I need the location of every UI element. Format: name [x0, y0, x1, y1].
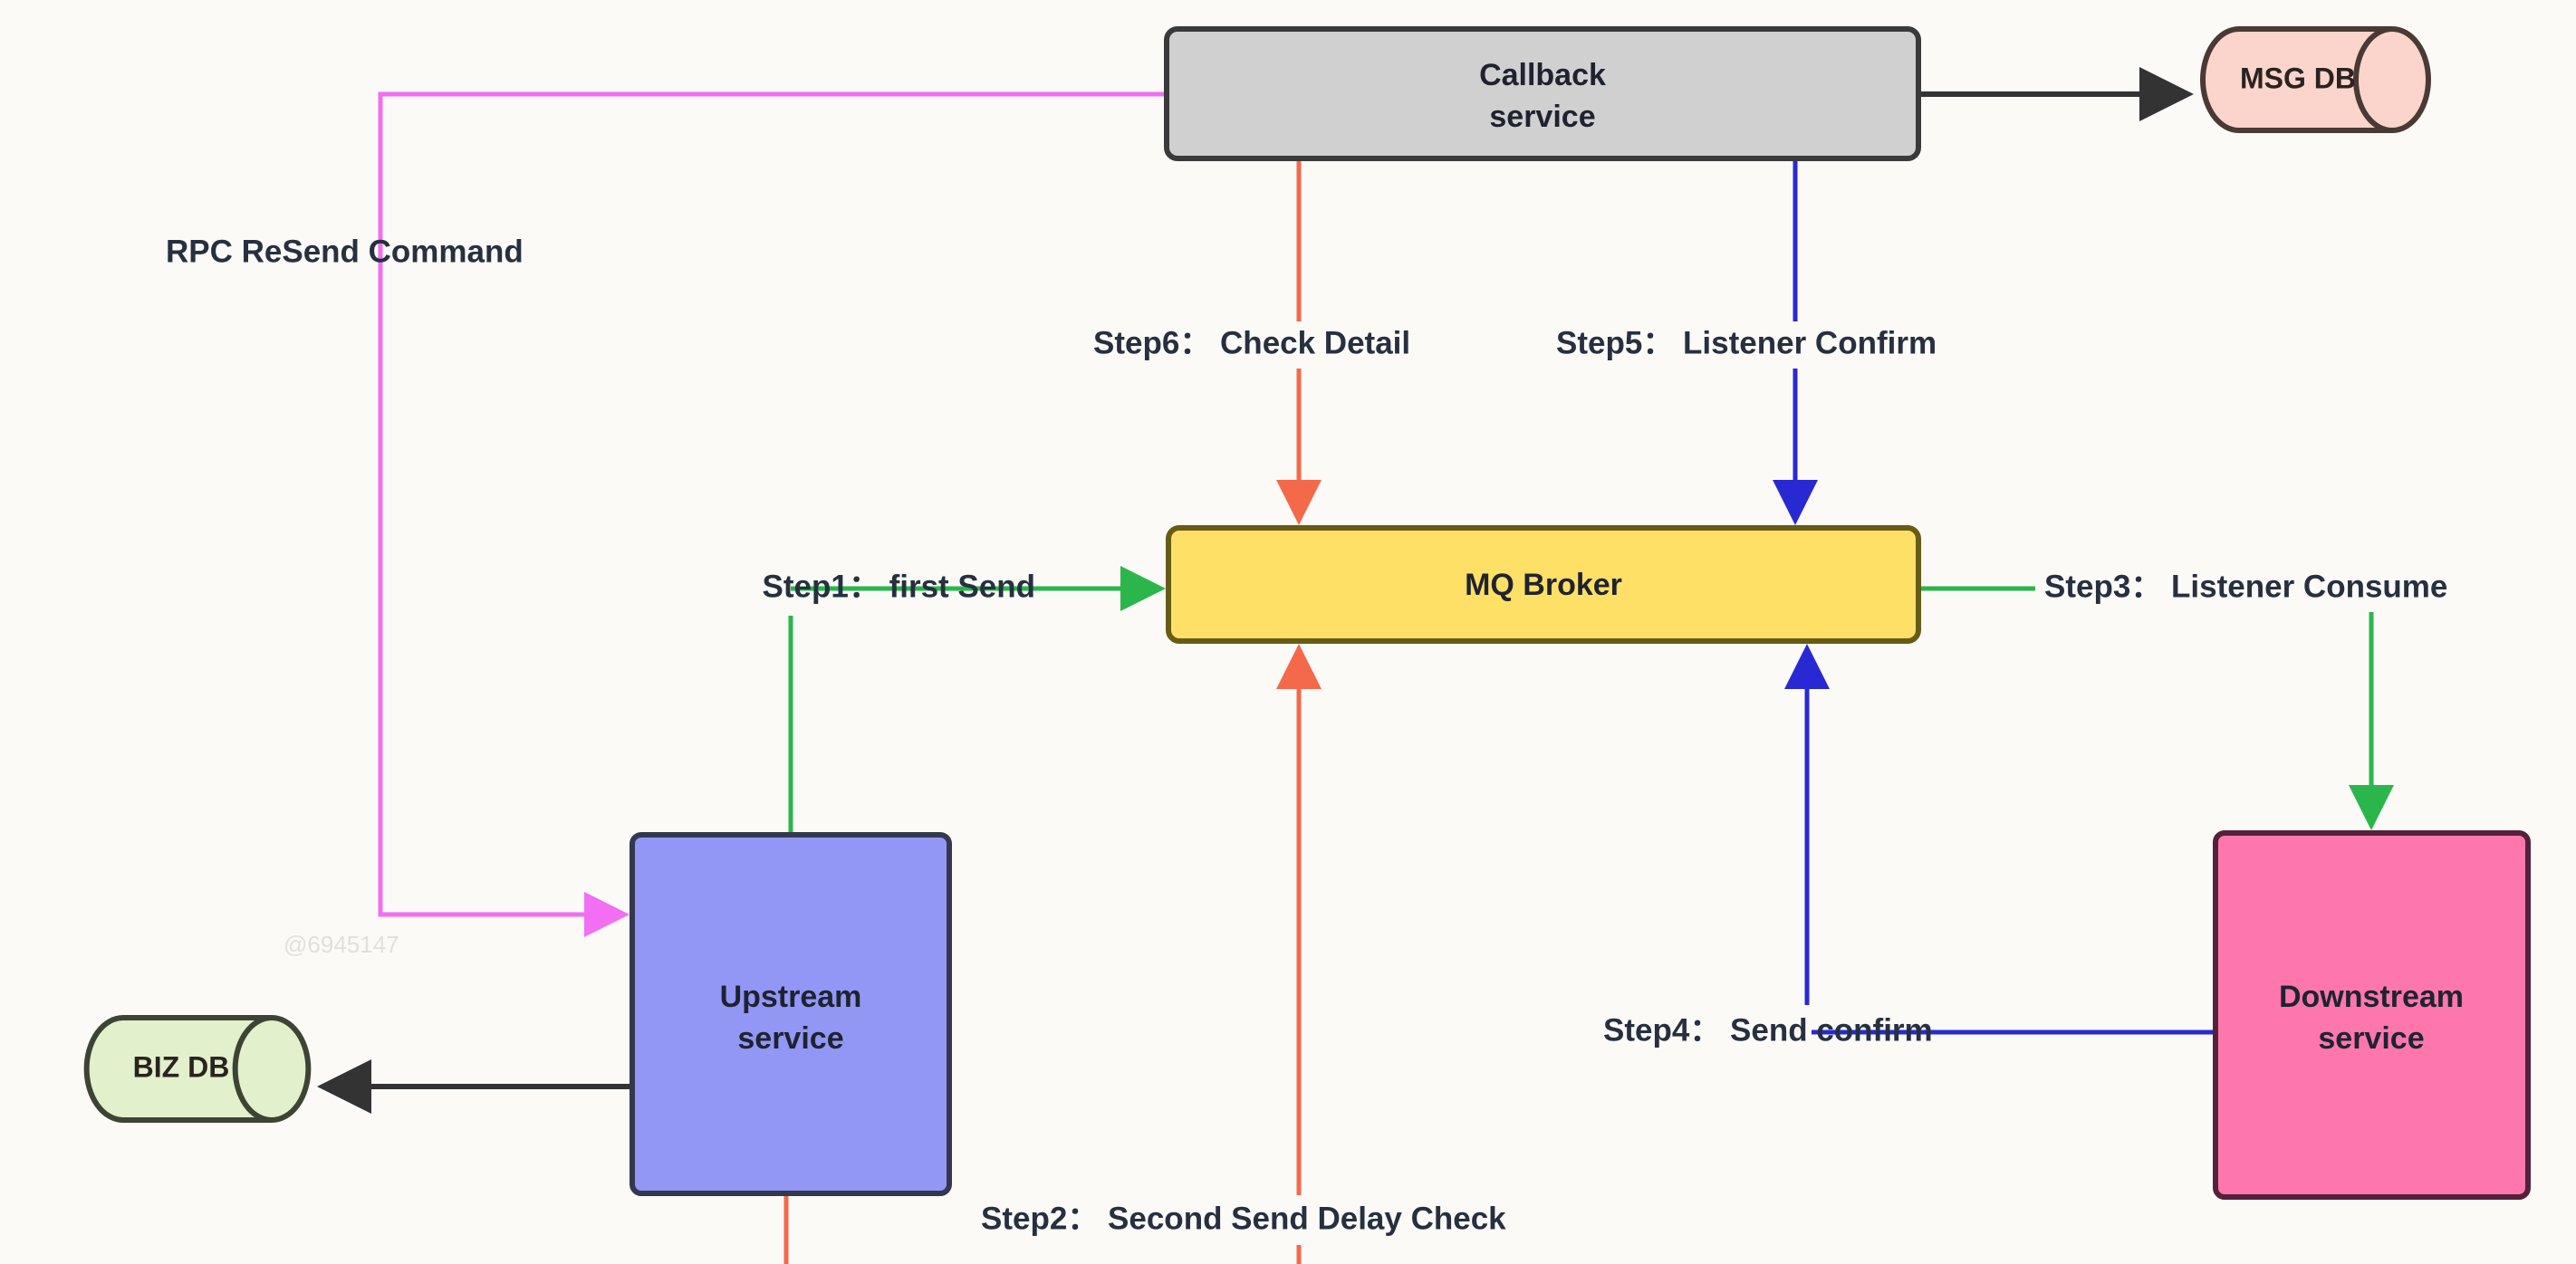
node-mq-broker[interactable]: MQ Broker: [1166, 525, 1921, 644]
edge-label-step6-check-detail: Step6： Check Detail: [1093, 325, 1410, 360]
edge-step2-second-send-delay-check: [783, 644, 1322, 1264]
msg-db-cap: [2353, 26, 2393, 133]
edge-label-step1-first-send: Step1： first Send: [763, 569, 1035, 604]
step2-line-lower: [783, 1193, 1302, 1264]
edge-label-step5-listener-confirm: Step5： Listener Confirm: [1556, 325, 1937, 360]
rpc-resend-command-line: [378, 91, 1167, 937]
edge-step4-send-confirm: [1784, 644, 2216, 1035]
downstream-service-label-line1: Downstream: [2279, 980, 2464, 1014]
downstream-service-box[interactable]: [2213, 830, 2531, 1200]
mq-broker-label: MQ Broker: [1465, 568, 1622, 602]
biz-db-cap: [232, 1015, 273, 1123]
upstream-service-box[interactable]: [630, 832, 952, 1196]
upstream-service-label-line1: Upstream: [720, 980, 862, 1014]
downstream-service-label-line2: service: [2318, 1021, 2424, 1056]
node-biz-db[interactable]: BIZ DB: [83, 1015, 312, 1123]
edge-label-rpc-resend-command: RPC ReSend Command: [166, 234, 524, 269]
edge-step3-listener-consume: [1918, 586, 2394, 830]
biz-db-label: BIZ DB: [133, 1050, 230, 1083]
edge-rpc-resend-command: [378, 91, 1167, 937]
edge-label-step2-second-send-delay-check: Step2： Second Send Delay Check: [981, 1201, 1506, 1236]
node-callback-service[interactable]: Callback service: [1164, 26, 1921, 161]
node-downstream-service[interactable]: Downstream service: [2213, 830, 2531, 1200]
edge-step1-first-send: [788, 566, 1166, 835]
node-upstream-service[interactable]: Upstream service: [630, 832, 952, 1196]
mq-broker-box[interactable]: [1166, 525, 1921, 644]
upstream-service-label-line2: service: [737, 1021, 843, 1056]
node-msg-db[interactable]: MSG DB: [2200, 26, 2431, 133]
msg-db-label: MSG DB: [2240, 62, 2356, 94]
watermark-text: @6945147: [284, 931, 399, 958]
callback-service-label-line2: service: [1489, 100, 1595, 134]
edge-label-step3-listener-consume: Step3： Listener Consume: [2044, 569, 2447, 604]
callback-service-label-line1: Callback: [1479, 58, 1606, 92]
edge-label-step4-send-confirm: Step4： Send confirm: [1603, 1012, 1933, 1048]
callback-service-box[interactable]: [1164, 26, 1921, 161]
